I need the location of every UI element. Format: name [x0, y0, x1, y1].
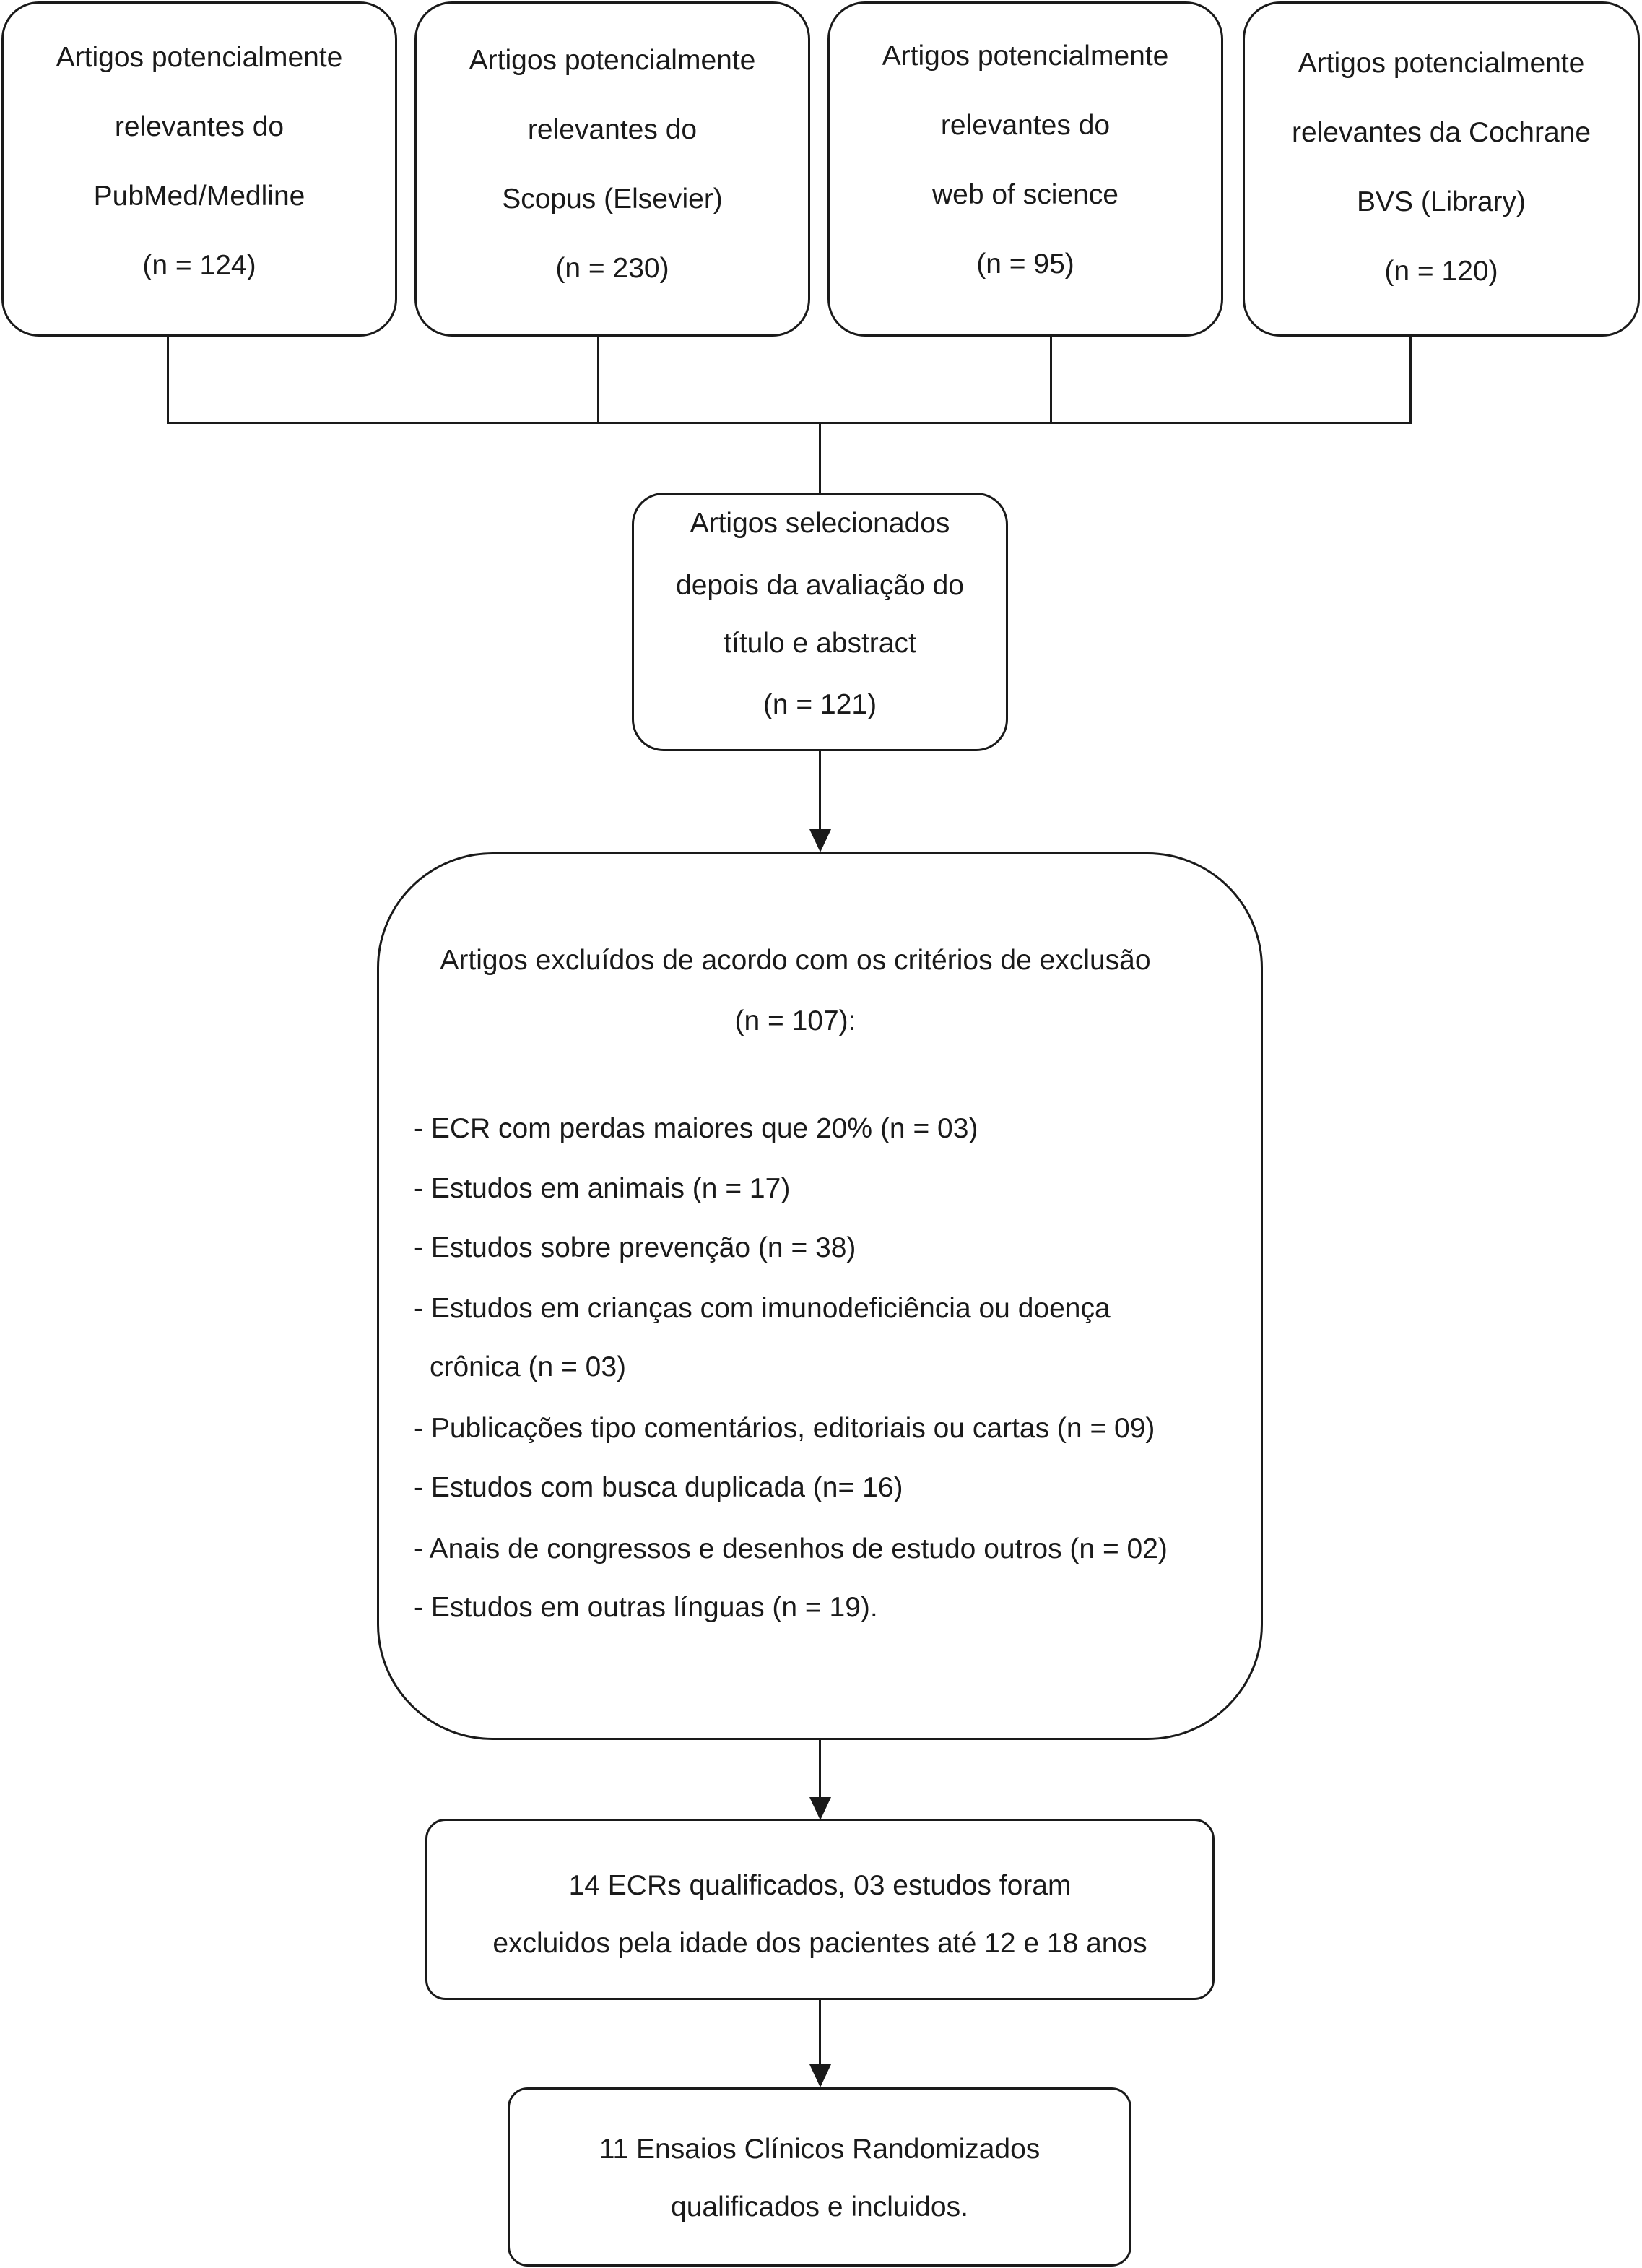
qualified-box: 14 ECRs qualificados, 03 estudos foram e… — [425, 1819, 1215, 2000]
source-text: relevantes do — [527, 114, 698, 145]
source-text: relevantes do — [940, 110, 1111, 141]
arrow-down-icon — [809, 829, 831, 852]
source-text: Scopus (Elsevier) — [502, 183, 723, 215]
source-box-web-of-science: Artigos potencialmente relevantes do web… — [827, 1, 1223, 337]
exclusion-list: - ECR com perdas maiores que 20% (n = 03… — [414, 854, 1251, 1721]
excluded-count: (n = 107): — [734, 1005, 856, 1036]
arrow-line — [819, 751, 821, 835]
exclusion-item: - Estudos em crianças com imunodeficiênc… — [414, 1293, 1111, 1324]
source-text: Artigos potencialmente — [1298, 48, 1585, 79]
exclusion-item: crônica (n = 03) — [430, 1351, 627, 1382]
source-count: (n = 95) — [976, 248, 1074, 280]
qualified-text: excluidos pela idade dos pacientes até 1… — [492, 1928, 1147, 1959]
arrow-down-icon — [809, 1797, 831, 1820]
selected-text: Artigos selecionados — [690, 508, 950, 539]
source-text: Artigos potencialmente — [56, 42, 343, 73]
source-count: (n = 124) — [142, 250, 256, 281]
connector-line — [597, 337, 599, 423]
source-text: web of science — [932, 179, 1118, 210]
exclusion-item: - Publicações tipo comentários, editoria… — [414, 1413, 1155, 1444]
source-box-cochrane: Artigos potencialmente relevantes da Coc… — [1243, 1, 1640, 337]
source-text: Artigos potencialmente — [469, 45, 756, 76]
connector-line — [167, 337, 169, 423]
source-text: BVS (Library) — [1356, 186, 1526, 217]
excluded-header: Artigos excluídos de acordo com os crité… — [440, 945, 1151, 976]
exclusion-item: - Estudos em outras línguas (n = 19). — [414, 1592, 878, 1623]
arrow-line — [819, 2000, 821, 2070]
selected-count: (n = 121) — [763, 689, 877, 720]
connector-line — [819, 422, 821, 494]
selected-text: depois da avaliação do — [676, 570, 964, 601]
source-text: relevantes da Cochrane — [1291, 117, 1591, 148]
excluded-box: Artigos excluídos de acordo com os crité… — [377, 852, 1263, 1740]
included-text: 11 Ensaios Clínicos Randomizados — [599, 2134, 1041, 2165]
exclusion-item: - Estudos em animais (n = 17) — [414, 1173, 791, 1204]
exclusion-item: - Estudos com busca duplicada (n= 16) — [414, 1472, 903, 1503]
source-box-pubmed: Artigos potencialmente relevantes do Pub… — [1, 1, 397, 337]
included-box: 11 Ensaios Clínicos Randomizados qualifi… — [508, 2087, 1131, 2267]
exclusion-item: - Estudos sobre prevenção (n = 38) — [414, 1232, 856, 1263]
source-text: Artigos potencialmente — [882, 40, 1169, 72]
arrow-line — [819, 1740, 821, 1803]
source-text: PubMed/Medline — [93, 181, 305, 212]
connector-line — [1050, 337, 1052, 423]
exclusion-item: - ECR com perdas maiores que 20% (n = 03… — [414, 1113, 978, 1144]
included-text: qualificados e incluidos. — [671, 2191, 968, 2222]
selected-text: título e abstract — [724, 628, 916, 659]
source-text: relevantes do — [114, 111, 284, 142]
source-count: (n = 230) — [555, 253, 669, 284]
qualified-text: 14 ECRs qualificados, 03 estudos foram — [568, 1870, 1072, 1901]
source-box-scopus: Artigos potencialmente relevantes do Sco… — [414, 1, 810, 337]
exclusion-item: - Anais de congressos e desenhos de estu… — [414, 1533, 1168, 1564]
arrow-down-icon — [809, 2064, 831, 2087]
selected-box: Artigos selecionados depois da avaliação… — [632, 493, 1008, 751]
connector-line — [167, 422, 1412, 424]
source-count: (n = 120) — [1384, 256, 1498, 287]
connector-line — [1409, 337, 1412, 423]
